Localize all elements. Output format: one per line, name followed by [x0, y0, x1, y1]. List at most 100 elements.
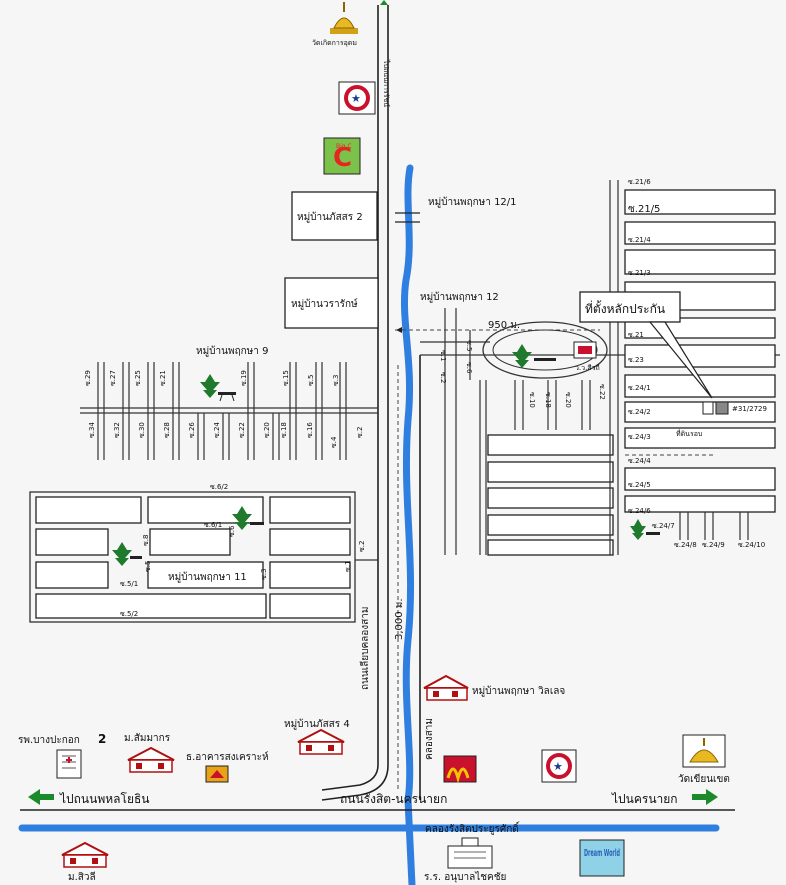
- soi-label: ซ.15: [282, 370, 290, 386]
- soi-label: ซ.21/6: [628, 178, 651, 186]
- svg-text:C: C: [333, 143, 352, 173]
- soi-label: ซ.26: [188, 422, 196, 438]
- right-soi-labels: ซ.21/6 ซ.21/5 ซ.21/4 ซ.21/3 ซ.21 ซ.23 ซ.…: [628, 178, 765, 549]
- varalak-box: [284, 277, 379, 329]
- pruksa-willage-label: หมู่บ้านพฤกษา วิลเลจ: [472, 685, 565, 697]
- soi-label: ซ.19: [240, 370, 248, 386]
- svg-text:★: ★: [351, 92, 361, 105]
- soi-label: ซ.16: [306, 422, 314, 438]
- soi-label: ซ.24: [213, 422, 221, 438]
- location-label: ที่ตั้งหลักประกัน: [585, 300, 665, 316]
- hospital-num: 2: [98, 732, 106, 746]
- p11-blocks: [29, 491, 356, 623]
- soi-label: ซ.3: [260, 569, 268, 580]
- soi-label: ซ.10: [528, 392, 536, 408]
- svg-text:★: ★: [553, 760, 563, 773]
- soi-label: ซ.6/1: [204, 521, 222, 529]
- soi-label: ซ.5: [144, 561, 152, 572]
- soi-label: ซ.30: [138, 422, 146, 438]
- soi-label: ซ.22: [598, 384, 606, 400]
- soi-label: ซ.29: [84, 370, 92, 386]
- soi-label: ซ.21/3: [628, 269, 651, 277]
- temple-right-label: วัดเขียนเขต: [678, 773, 730, 785]
- soi-label: ซ.1: [439, 350, 447, 361]
- roundabout: [482, 321, 608, 379]
- caltex-bottom-icon: ★: [541, 749, 577, 783]
- tree-icon: [232, 506, 264, 530]
- dreamworld-icon: Dream World: [579, 839, 625, 877]
- road-canal-label: ถนนเลียบคลองสาม: [359, 607, 371, 691]
- bigc-text: Big C: [336, 143, 352, 150]
- mcdonalds-icon: [443, 755, 477, 784]
- soi-label: ซ.24/3: [628, 433, 651, 441]
- soi-label: ซ.24/10: [738, 541, 765, 549]
- soi-label: ซ.32: [113, 422, 121, 438]
- soi-label: ซ.28: [163, 422, 171, 438]
- police-label: ว.ว.สีวถี: [575, 364, 600, 372]
- soi-label: ซ.24/9: [702, 541, 725, 549]
- soi-label: ซ.4: [330, 436, 338, 448]
- soi-label: ซ.18: [280, 422, 288, 438]
- dreamworld-text: Dream World: [584, 848, 620, 859]
- bank-icon: [205, 765, 229, 783]
- plot-marker: [715, 401, 729, 415]
- soi-label: ซ.5: [465, 340, 473, 351]
- canal-sam-label: คลองสาม: [424, 718, 435, 760]
- pruksa12-label: หมู่บ้านพฤกษา 12: [420, 291, 499, 303]
- soi-label: ซ.24/5: [628, 481, 651, 489]
- pruksa121-label: หมู่บ้านพฤกษา 12/1: [428, 196, 517, 208]
- soi-label: ซ.6: [228, 525, 236, 537]
- school-icon: [447, 837, 493, 869]
- bigc-icon: C Big C: [323, 137, 361, 175]
- soi-label: ซ.20: [564, 392, 572, 408]
- house-icon: [61, 841, 109, 868]
- house-icon: [297, 728, 345, 755]
- north-arrow-icon: [380, 0, 388, 5]
- p9-label: หมู่บ้านพฤกษา 9: [196, 345, 268, 357]
- soi-label: ซ.21/4: [628, 236, 651, 244]
- police-station-icon: [573, 341, 597, 359]
- east-grid: [487, 180, 619, 556]
- canal-sam: [400, 164, 416, 885]
- tree-icon: [512, 344, 556, 368]
- dist-950-label: 950 ม.: [488, 320, 520, 331]
- hospital-label: รพ.บางปะกอก: [18, 735, 80, 746]
- siri-label: ม.สิวลี: [68, 871, 96, 883]
- house-icon: [127, 746, 175, 773]
- p9-sois: [97, 362, 347, 460]
- sammakorn-label: ม.สัมมากร: [124, 733, 171, 744]
- soi-label: ซ.24/6: [628, 507, 651, 515]
- bank-label: ธ.อาคารสงเคราะห์: [186, 751, 269, 763]
- soi-label: ซ.24/8: [674, 541, 697, 549]
- tree-icon: [630, 519, 660, 540]
- soi-label: ซ.24/4: [628, 457, 651, 465]
- arrow-left-icon: [28, 789, 54, 805]
- plot-sub-label: ที่ดินรอบ: [676, 429, 702, 438]
- soi-label: ซ.2: [356, 427, 364, 438]
- roundabout-inner: [492, 329, 598, 371]
- soi-label: ซ.6/2: [210, 483, 228, 491]
- soi-label: ซ.2: [439, 372, 447, 383]
- soi-label: ซ.25: [134, 370, 142, 386]
- location-callout: ที่ตั้งหลักประกัน: [579, 291, 713, 399]
- tree-icon: [112, 542, 142, 566]
- soi-label: ซ.21: [628, 331, 644, 339]
- p11-soi-labels: ซ.6/2 ซ.6/1 ซ.6 ซ.8 ซ.5/1 ซ.5 ซ.3 ซ.1 ซ.…: [120, 483, 366, 618]
- arrow-right-icon: [692, 789, 718, 805]
- pasorn2-label: หมู่บ้านภัสสร 2: [297, 211, 363, 223]
- to-nakhon-label: ไปนครนายก: [611, 792, 678, 806]
- soi-label: ซ.22: [238, 422, 246, 438]
- temple-top-icon: [330, 2, 358, 34]
- soi-label: ซ.21: [159, 370, 167, 386]
- bridge-north: [395, 212, 420, 223]
- school-label: ร.ร. อนุบาลไชคชัย: [424, 871, 506, 883]
- soi-label: ซ.23: [628, 356, 644, 364]
- soi-label: ซ.27: [109, 370, 117, 386]
- soi-label: ซ.3: [332, 375, 340, 386]
- soi-label: ซ.5: [307, 375, 315, 386]
- plot-box: [702, 401, 714, 415]
- soi-label: ซ.18: [544, 392, 552, 408]
- canal-road-curve2: [321, 764, 389, 801]
- mid-soi-labels: ซ.1 ซ.2 ซ.5 ซ.6 ซ.10 ซ.18 ซ.20 ซ.22: [439, 340, 606, 408]
- canal-road-curve: [321, 764, 379, 791]
